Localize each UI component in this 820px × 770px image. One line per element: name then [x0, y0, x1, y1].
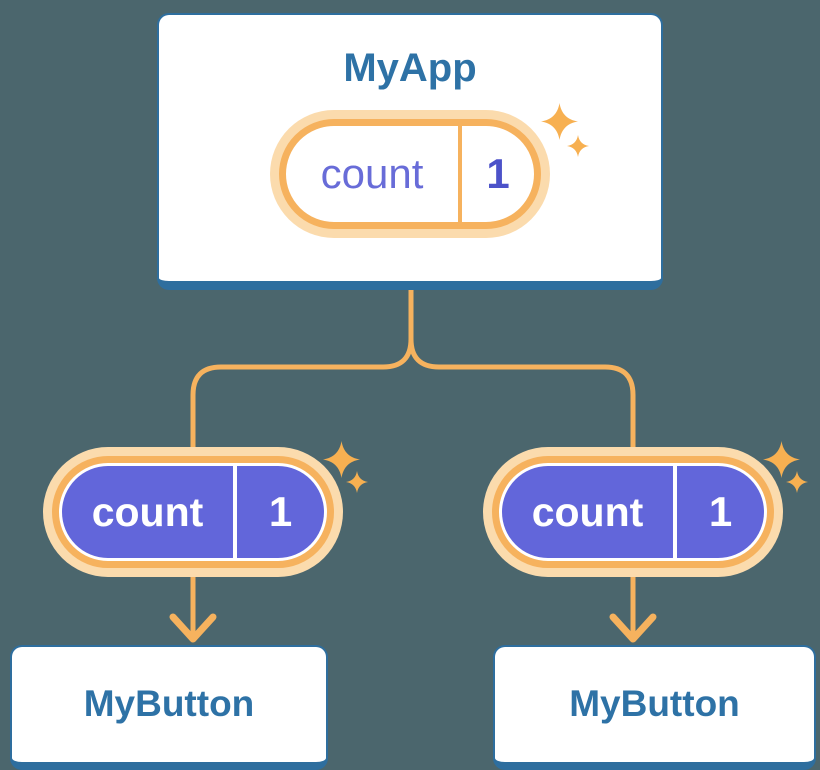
branch-line-right	[408, 283, 636, 637]
state-pill-fill: count 1	[502, 466, 764, 558]
state-pill-fill: count 1	[62, 466, 324, 558]
pill-divider	[673, 466, 677, 558]
child-component-card: MyButton	[493, 645, 816, 770]
component-title: MyApp	[343, 46, 477, 90]
state-pill-body: count 1	[279, 119, 541, 229]
component-title: MyButton	[83, 683, 255, 725]
state-value: 1	[486, 150, 510, 197]
component-title: MyButton	[569, 683, 740, 725]
state-pill-body: count 1	[492, 456, 774, 568]
sparkle-icon	[323, 441, 360, 478]
state-pill: count 1	[270, 110, 550, 238]
pill-divider	[233, 466, 237, 558]
arrow-down-icon	[609, 613, 657, 643]
state-name: count	[91, 488, 204, 535]
state-value: 1	[268, 488, 293, 535]
sparkle-icon	[541, 103, 578, 140]
sparkle-icon	[346, 471, 368, 493]
state-pill: count 1	[43, 447, 343, 577]
sparkle-icon	[786, 471, 808, 493]
sparkle-icon	[763, 441, 800, 478]
state-pill-body: count 1	[52, 456, 334, 568]
state-name: count	[531, 488, 644, 535]
root-component-card: MyApp count 1	[157, 13, 663, 290]
state-pill: count 1	[483, 447, 783, 577]
child-component-card: MyButton	[10, 645, 328, 770]
arrow-down-icon	[169, 613, 217, 643]
pill-divider	[458, 126, 462, 222]
branch-line-left	[190, 283, 414, 637]
state-name: count	[320, 150, 424, 197]
sparkle-icon	[567, 135, 589, 157]
state-value: 1	[708, 488, 733, 535]
